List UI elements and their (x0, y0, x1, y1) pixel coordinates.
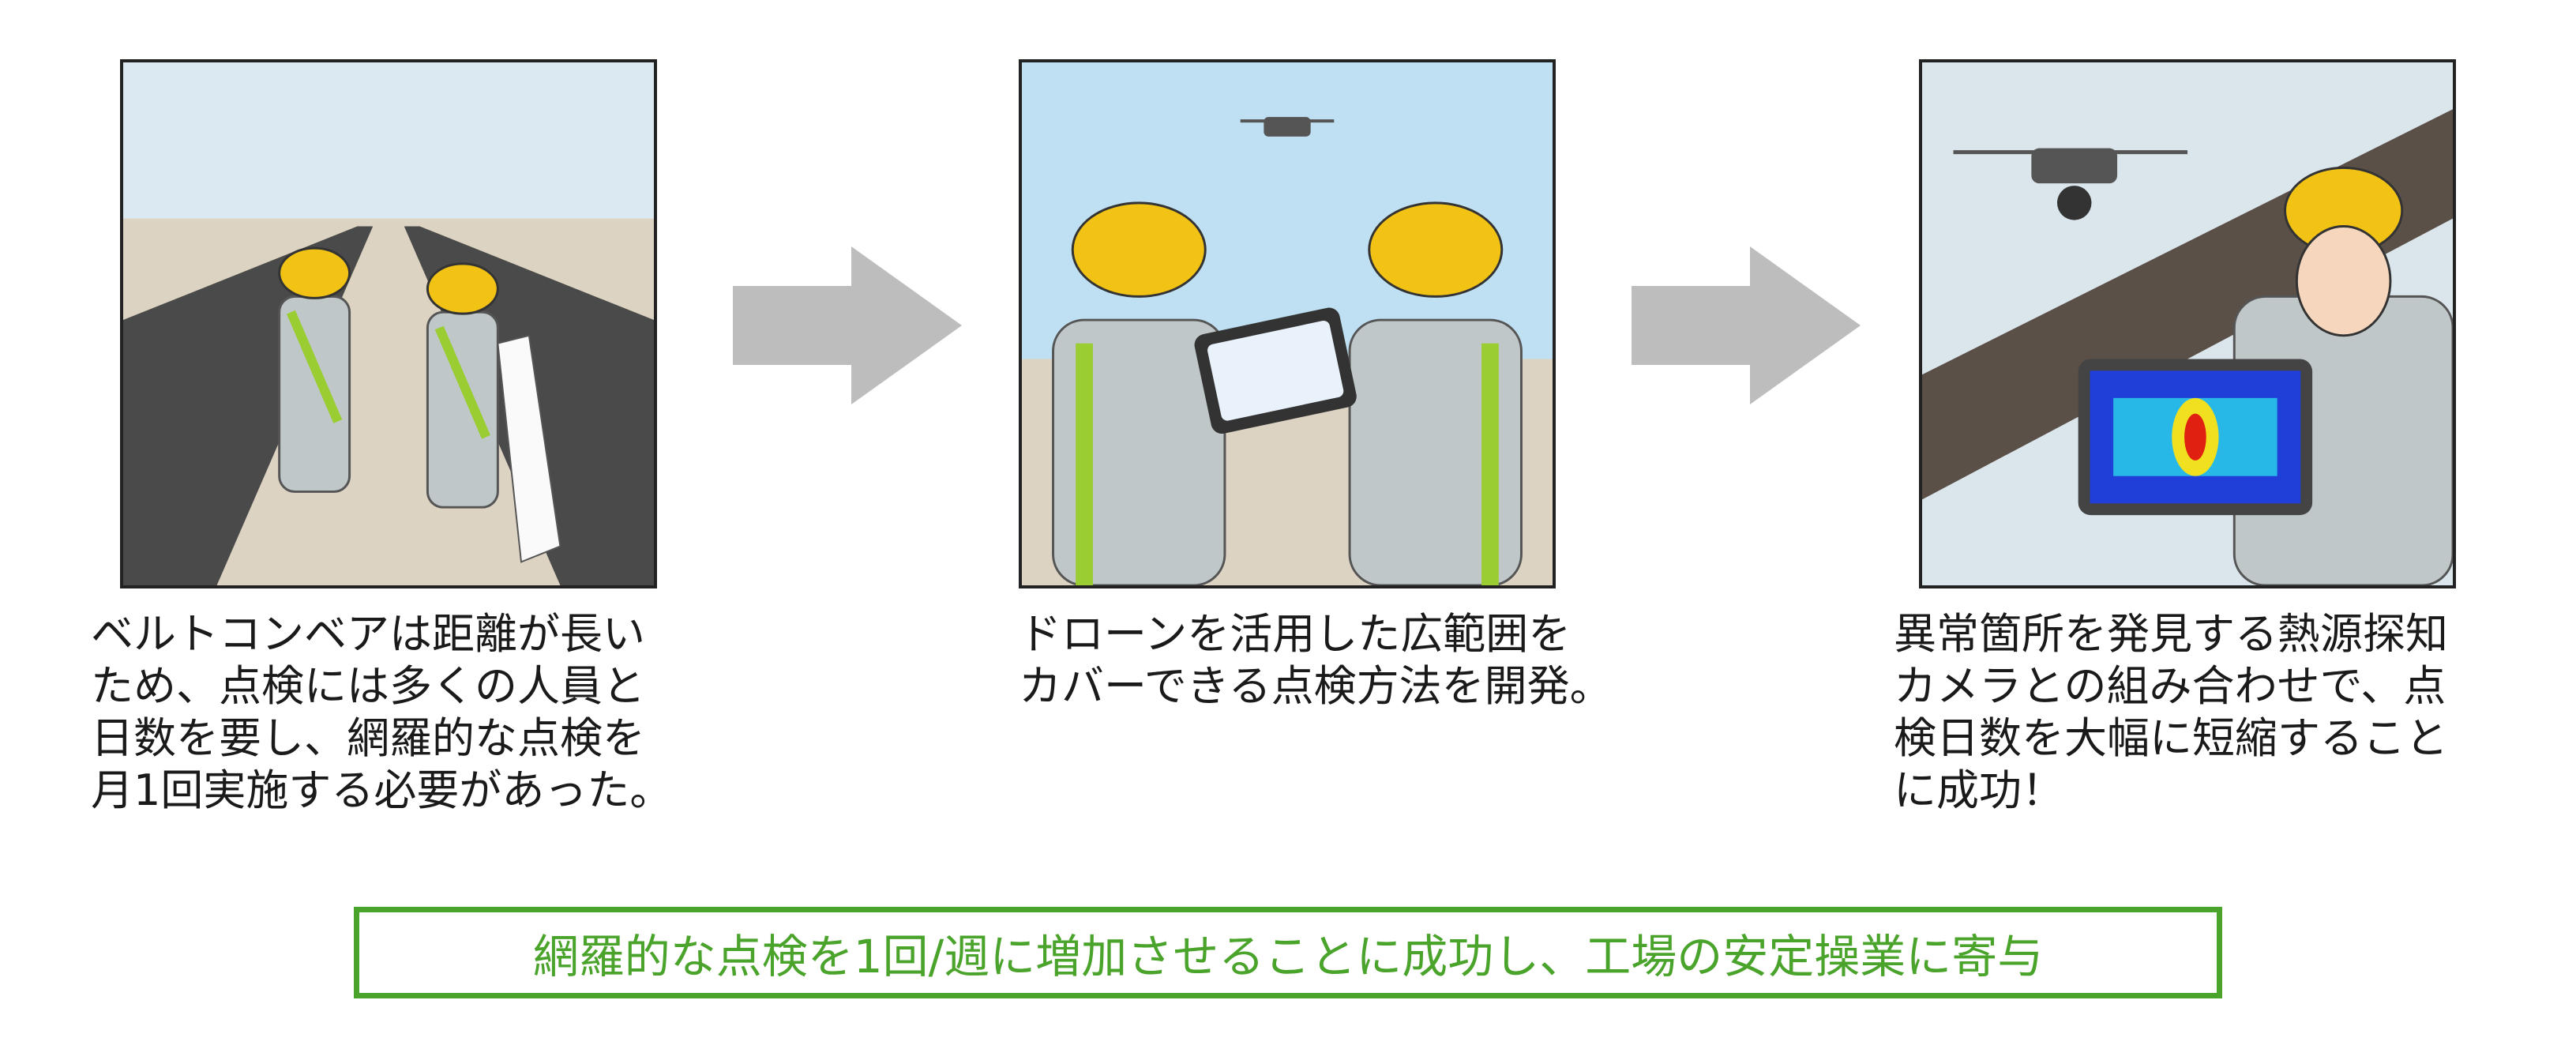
caption-manual-inspection: ベルトコンベアは距離が長い ため、点検には多くの人員と 日数を要し、網羅的な点検… (91, 609, 673, 815)
illustration-manual-inspection (120, 59, 657, 588)
illustration-thermal-inspection (1919, 59, 2456, 588)
result-text: 網羅的な点検を1回/週に増加させることに成功し、工場の安定操業に寄与 (532, 930, 2044, 983)
caption-drone-method: ドローンを活用した広範囲を カバーできる点検方法を開発。 (1019, 609, 1613, 711)
arrow-right-icon (733, 246, 962, 404)
drone-icon (1953, 148, 2187, 220)
illustration-drone-planning (1019, 59, 1556, 588)
drone-icon (1240, 117, 1335, 137)
caption-thermal-success: 異常箇所を発見する熱源探知 カメラとの組み合わせで、点 検日数を大幅に短縮するこ… (1894, 609, 2448, 815)
result-banner: 網羅的な点検を1回/週に増加させることに成功し、工場の安定操業に寄与 (354, 907, 2222, 998)
arrow-right-icon (1632, 246, 1861, 404)
